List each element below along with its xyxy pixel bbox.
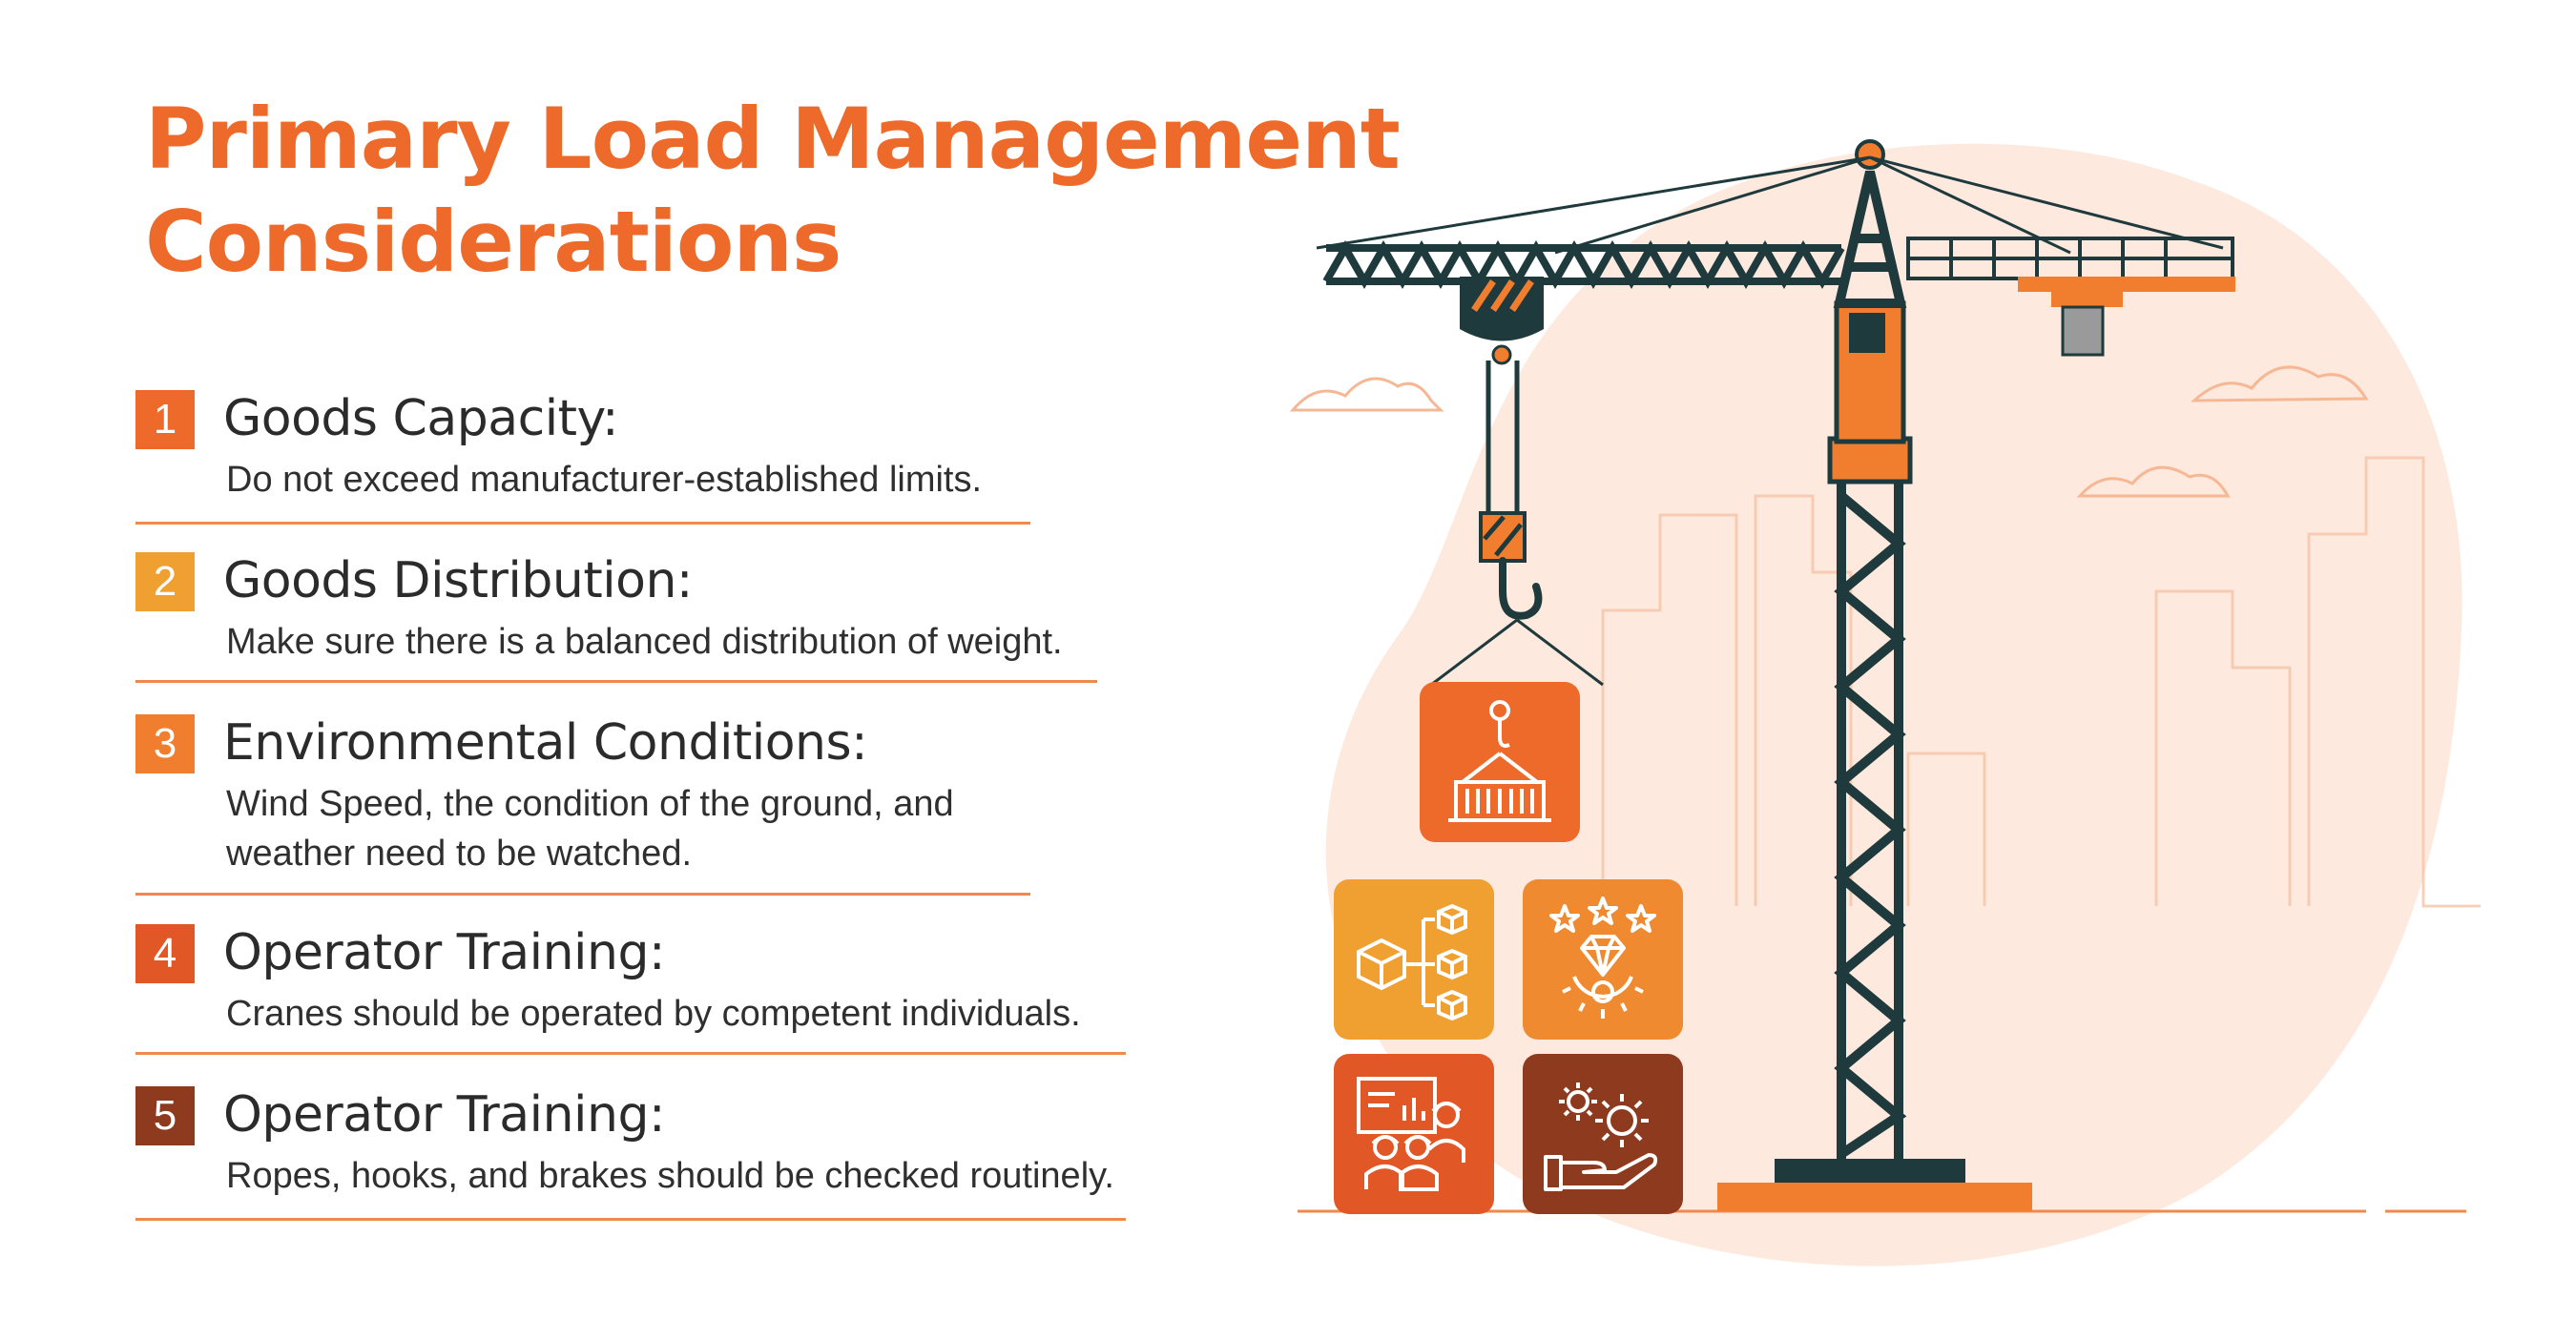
rigging-slings [1430, 618, 1604, 687]
crane-cab-window [1849, 313, 1885, 353]
hoist-ropes [1485, 361, 1520, 515]
crane-cables [1316, 155, 2224, 255]
item-title: Environmental Conditions: [223, 714, 868, 772]
crane-tower-top [1833, 170, 1907, 308]
title-line-1: Primary Load Management [145, 90, 1401, 188]
counter-jib-deck [2018, 277, 2235, 292]
city-skyline [1601, 456, 2481, 908]
crane-mast [1834, 477, 1907, 1159]
hook-block-stripes [1483, 515, 1523, 557]
crane-base-top [1775, 1159, 1965, 1183]
crane-base [1717, 1183, 2032, 1211]
item-description: Ropes, hooks, and brakes should be check… [226, 1156, 1114, 1196]
number-badge: 2 [135, 552, 195, 611]
number-badge: 4 [135, 924, 195, 983]
crane-slewing-unit [1827, 436, 1913, 484]
boxes-distribution-icon [1357, 903, 1467, 1021]
item-divider [135, 680, 1097, 683]
number-badge: 1 [135, 390, 195, 449]
tile-quality [1523, 879, 1683, 1040]
item-title: Goods Capacity: [223, 390, 619, 447]
item-title: Operator Training: [223, 1086, 666, 1144]
cloud-icons [1289, 365, 2369, 498]
item-description: Make sure there is a balanced distributi… [226, 622, 1063, 662]
tile-maintenance [1523, 1054, 1683, 1214]
tile-operator-training [1334, 1054, 1494, 1214]
title-line-2: Considerations [145, 193, 841, 291]
crane-top-light [1855, 139, 1885, 170]
crane-jib [1322, 239, 1845, 290]
crane-illustration [1240, 95, 2576, 1335]
item-description: Cranes should be operated by competent i… [226, 994, 1081, 1034]
item-title: Operator Training: [223, 924, 666, 981]
hanging-box [1420, 682, 1580, 842]
item-description: Wind Speed, the condition of the ground,… [226, 784, 954, 874]
item-description: Do not exceed manufacturer-established l… [226, 460, 983, 500]
hook-icon [1499, 557, 1543, 620]
workers-board-icon [1357, 1077, 1465, 1191]
item-divider [135, 1218, 1126, 1221]
hand-gears-icon [1544, 1082, 1658, 1191]
counterweight-mount [2051, 292, 2123, 307]
item-title: Goods Distribution: [223, 552, 693, 609]
item-divider [135, 893, 1030, 896]
number-badge: 5 [135, 1086, 195, 1145]
trolley-hazard-stripes [1471, 279, 1534, 312]
number-badge: 3 [135, 714, 195, 773]
trolley-pulley [1491, 344, 1512, 365]
item-divider [135, 1052, 1126, 1055]
container-hook-icon [1448, 700, 1551, 822]
counterweight [2061, 305, 2105, 357]
diamond-gear-stars-icon [1549, 897, 1656, 1019]
tile-goods-distribution [1334, 879, 1494, 1040]
page-title: Primary Load Management Considerations [145, 88, 1401, 294]
item-divider [135, 522, 1030, 525]
